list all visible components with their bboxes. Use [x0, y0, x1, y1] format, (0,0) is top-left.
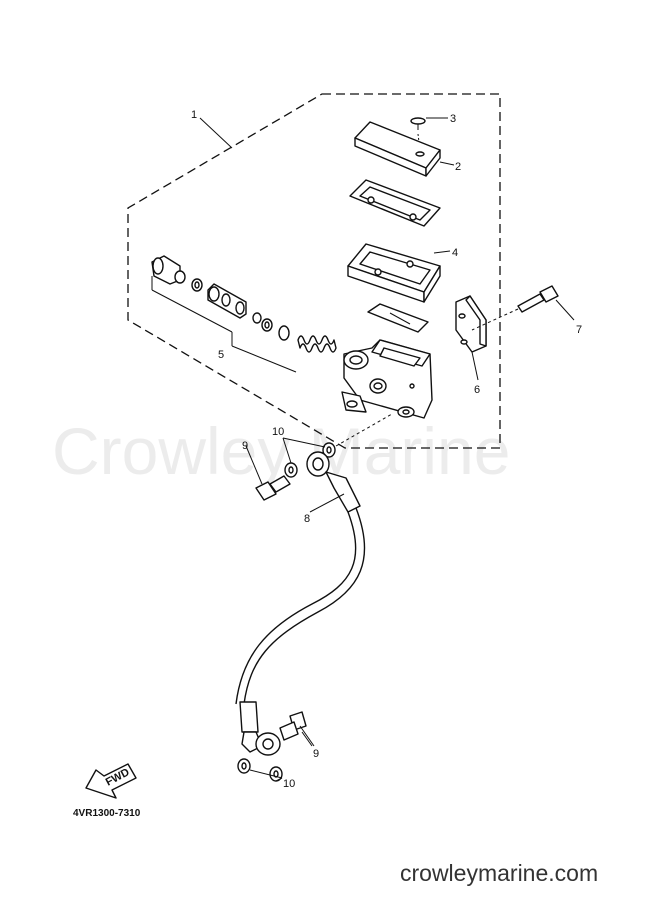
float-plate	[367, 303, 429, 333]
leader-4	[433, 250, 451, 254]
callout-2: 2	[455, 161, 461, 173]
part-6-holder	[455, 295, 487, 353]
leader-1	[199, 117, 233, 149]
callout-3: 3	[450, 113, 456, 125]
part-9-banjo-bolt-lower	[279, 711, 315, 747]
footer-url: crowleymarine.com	[400, 860, 599, 886]
part-7-bolt	[471, 285, 559, 331]
diaphragm-plate	[349, 179, 441, 227]
part-10-washers-upper	[282, 413, 393, 478]
reference-code: 4VR1300-7310	[73, 808, 141, 819]
callout-4: 4	[452, 247, 458, 259]
watermark: Crowley Marine	[52, 414, 510, 488]
assembly-boundary	[127, 93, 501, 449]
leader-9b	[301, 731, 313, 747]
callout-9-lower: 9	[313, 748, 319, 760]
master-cylinder-body	[341, 339, 433, 419]
callout-10-upper: 10	[272, 426, 284, 438]
leader-7	[555, 299, 575, 321]
callout-7: 7	[576, 324, 582, 336]
callout-8: 8	[304, 513, 310, 525]
callout-10-lower: 10	[283, 778, 295, 790]
callout-9-upper: 9	[242, 440, 248, 452]
part-10-washers-lower	[237, 758, 283, 782]
part-4-diaphragm	[347, 243, 441, 303]
leader-6	[471, 351, 479, 381]
fwd-arrow-icon: FWD	[85, 763, 137, 799]
callout-1: 1	[191, 109, 197, 121]
callout-5: 5	[218, 349, 224, 361]
part-3-screw	[410, 117, 426, 151]
part-9-banjo-bolt-upper	[245, 445, 291, 501]
callout-6: 6	[474, 384, 480, 396]
part-5-piston-kit	[151, 255, 337, 373]
part-8-brake-hose	[235, 451, 366, 756]
leader-2	[439, 161, 455, 166]
part-2-reservoir-cap	[354, 121, 441, 177]
